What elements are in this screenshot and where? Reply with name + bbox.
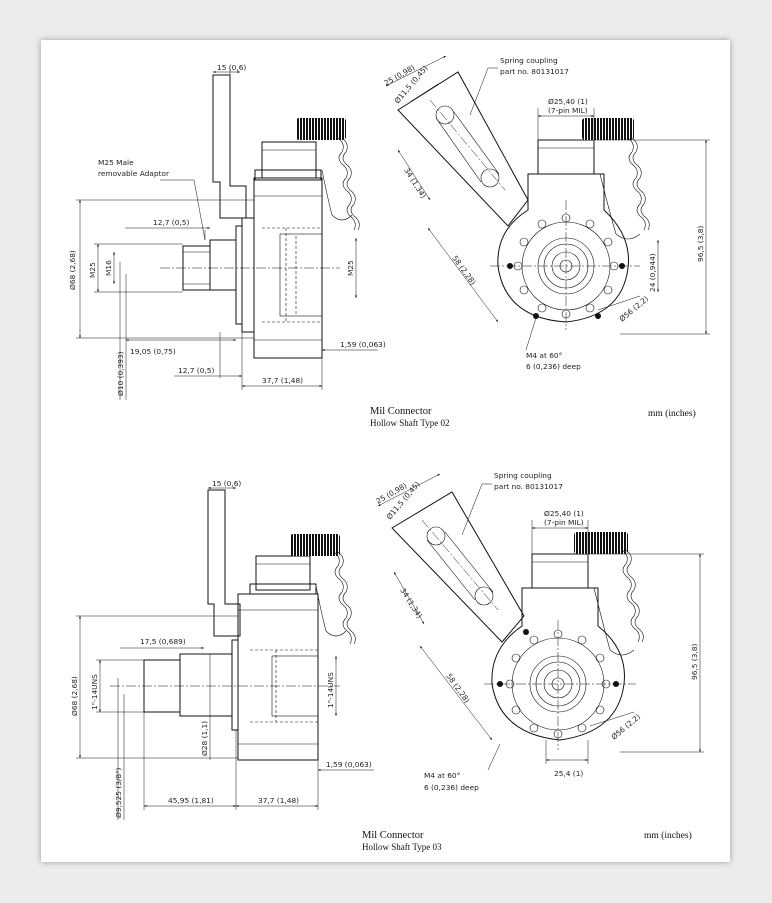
p1-front-note-1: M4 at 60° — [526, 351, 562, 360]
p1-side-dim-shaft-len: 19,05 (0,75) — [130, 347, 176, 356]
p1-front-dim-arm-a: 34 (1,34) — [402, 166, 428, 200]
p2-front-dim-bc: Ø56 (2,2) — [610, 712, 643, 742]
p1-side-callout-2: removable Adaptor — [98, 169, 170, 178]
p1-side-dim-body: 37,7 (1,48) — [262, 376, 303, 385]
p1-caption-subtitle: Hollow Shaft Type 02 — [370, 418, 449, 428]
p2-side-dim-thread-c: 1"-14UNS — [326, 672, 335, 708]
p2-front-dim-center: 25,4 (1) — [554, 769, 583, 778]
p1-front-dim-arm-b: 58 (2,28) — [450, 254, 477, 287]
p2-front-note-2: 6 (0,236) deep — [424, 783, 479, 792]
p2-caption-title: Mil Connector — [362, 830, 424, 841]
p2-side-dim-overall: Ø68 (2,68) — [70, 676, 79, 716]
p1-side-dim-thread-c: M25 — [346, 260, 355, 276]
p1-units-label: mm (inches) — [648, 408, 696, 419]
p1-side-dim-thread-b: M16 — [104, 260, 113, 276]
p1-front-callout-1: Spring coupling — [500, 56, 558, 65]
p2-front-dim-arm-b: 58 (2,28) — [444, 672, 471, 705]
drawing-sheet — [41, 40, 730, 862]
p2-side-dim-shaft-dia: Ø9,525 (3/8") — [114, 767, 123, 818]
p2-side-dim-adaptor: 17,5 (0,689) — [140, 637, 186, 646]
p1-side-view: 15 (0,6) M25 Male removable Adaptor 12,7… — [68, 63, 386, 400]
p2-front-dim-conn-note: (7-pin MIL) — [544, 518, 584, 527]
p2-side-dim-thread-a: 1"-14UNS — [90, 674, 99, 710]
p2-side-dim-top: 15 (0,6) — [212, 479, 241, 488]
p1-side-dim-overall: Ø68 (2,68) — [68, 250, 77, 290]
p2-side-dim-shaft-len: 45,95 (1,81) — [168, 796, 214, 805]
p2-side-view: 15 (0,6) 17,5 (0,689) Ø68 (2,68) 1"-14UN… — [70, 479, 374, 820]
p2-front-dim-arm-a: 34 (1,34) — [398, 586, 424, 620]
p1-side-dim-shaft-dia: Ø10 (0,393) — [116, 351, 125, 396]
p2-side-dim-body: 37,7 (1,48) — [258, 796, 299, 805]
p1-side-dim-adaptor: 12,7 (0,5) — [153, 218, 189, 227]
p2-front-callout-2: part no. 80131017 — [494, 482, 563, 491]
p1-side-dim-thread-a: M25 — [88, 262, 97, 278]
p1-front-dim-center: 24 (0,944) — [648, 253, 657, 292]
p1-front-dim-bc: Ø56 (2,2) — [618, 294, 651, 324]
p1-side-dim-step: 12,7 (0,5) — [178, 366, 214, 375]
p2-front-callout-1: Spring coupling — [494, 471, 552, 480]
p1-front-dim-conn: Ø25,40 (1) — [548, 97, 588, 106]
p1-side-callout-1: M25 Male — [98, 158, 134, 167]
p2-side-dim-flange: 1,59 (0,063) — [326, 760, 372, 769]
p1-front-callout-2: part no. 80131017 — [500, 67, 569, 76]
p2-units-label: mm (inches) — [644, 830, 692, 841]
p1-front-note-2: 6 (0,236) deep — [526, 362, 581, 371]
p2-front-dim-height: 96,5 (3,8) — [690, 644, 699, 680]
p2-caption-subtitle: Hollow Shaft Type 03 — [362, 842, 442, 852]
p2-front-note-1: M4 at 60° — [424, 771, 460, 780]
p1-front-dim-conn-note: (7-pin MIL) — [548, 106, 588, 115]
p2-side-dim-bore: Ø28 (1,1) — [200, 721, 209, 756]
p2-front-dim-conn: Ø25,40 (1) — [544, 509, 584, 518]
p1-side-dim-flange: 1,59 (0,063) — [340, 340, 386, 349]
p1-side-dim-top: 15 (0,6) — [217, 63, 246, 72]
p1-front-dim-height: 96,5 (3,8) — [696, 226, 705, 262]
p1-caption-title: Mil Connector — [370, 406, 432, 417]
p1-front-view: 25 (0,98) Ø11,5 (0,45) Spring coupling p… — [383, 55, 710, 371]
p2-front-view: 25 (0,98) Ø11,5 (0,45) Spring coupling p… — [375, 471, 704, 792]
